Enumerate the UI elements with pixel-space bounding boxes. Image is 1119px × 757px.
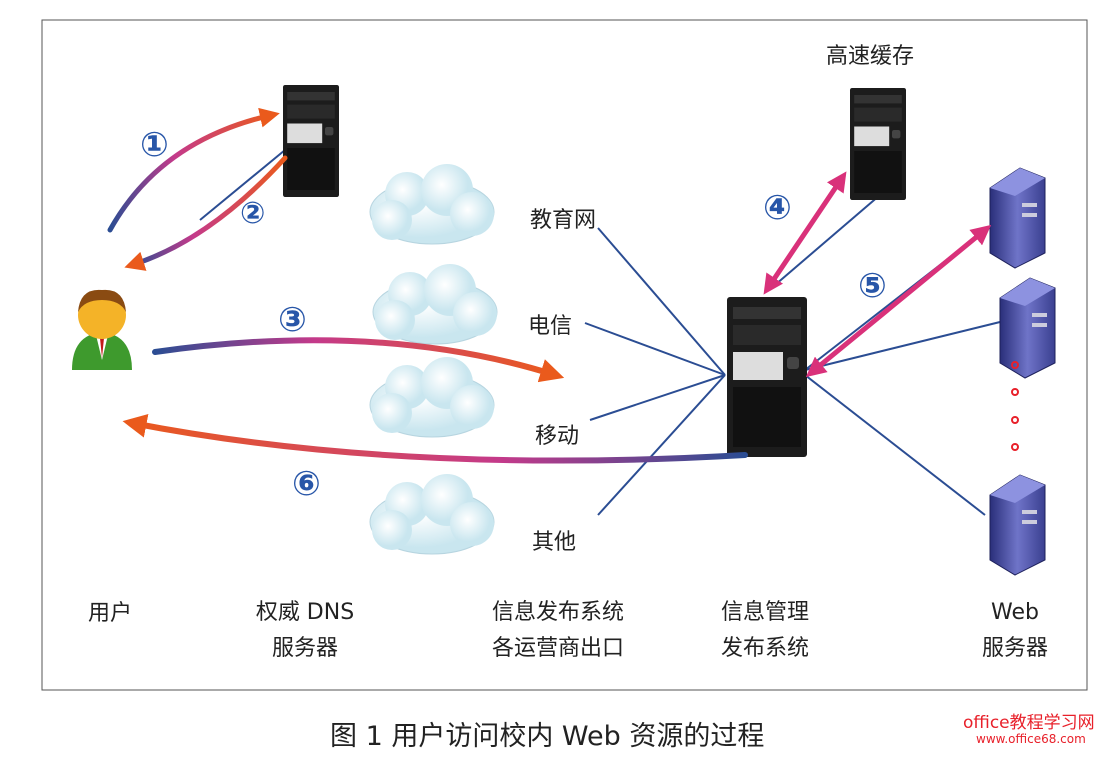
network-label: 其他 [532, 530, 577, 555]
dns-server-icon [283, 85, 339, 197]
step-2: ② [240, 196, 266, 231]
watermark-url: www.office68.com [976, 732, 1086, 746]
ellipsis-dots [1011, 361, 1019, 451]
web-server-icon [999, 277, 1056, 379]
user-label: 用户 [88, 601, 133, 626]
web-label: Web 服务器 [960, 595, 1070, 667]
cache-server-icon [850, 88, 906, 200]
cache-label: 高速缓存 [826, 44, 915, 69]
web-server-icon [989, 167, 1046, 269]
web-server-icon [989, 474, 1046, 576]
diagram-border [41, 19, 1088, 691]
mgmt-label-line: 信息管理 [720, 600, 809, 625]
flow-arrows [107, 107, 992, 464]
isp-label-line: 信息发布系统 [491, 600, 624, 625]
main-server-icon [727, 297, 807, 457]
mgmt-label-line: 发布系统 [720, 636, 809, 661]
network-label: 教育网 [530, 208, 597, 233]
isp-label: 信息发布系统各运营商出口 [478, 595, 638, 667]
cloud-icons [369, 163, 498, 555]
watermark-title: office教程学习网 [963, 713, 1095, 733]
step-5: ⑤ [858, 266, 887, 306]
network-label: 电信 [528, 314, 573, 339]
user-icon [72, 289, 132, 370]
step-3: ③ [278, 300, 307, 340]
step-1: ① [140, 125, 169, 165]
isp-label-line: 各运营商出口 [491, 636, 624, 661]
dns-label: 权威 DNS 服务器 [240, 595, 370, 667]
network-label: 移动 [535, 424, 580, 449]
mgmt-label: 信息管理发布系统 [705, 595, 825, 667]
dns-label-line: 权威 DNS [255, 600, 355, 625]
figure-caption: 图 1 用户访问校内 Web 资源的过程 [330, 721, 765, 752]
step-6: ⑥ [292, 464, 321, 504]
dns-label-line: 服务器 [271, 636, 338, 661]
web-label-line: Web [991, 600, 1039, 625]
web-label-line: 服务器 [981, 636, 1048, 661]
step-4: ④ [763, 188, 792, 228]
